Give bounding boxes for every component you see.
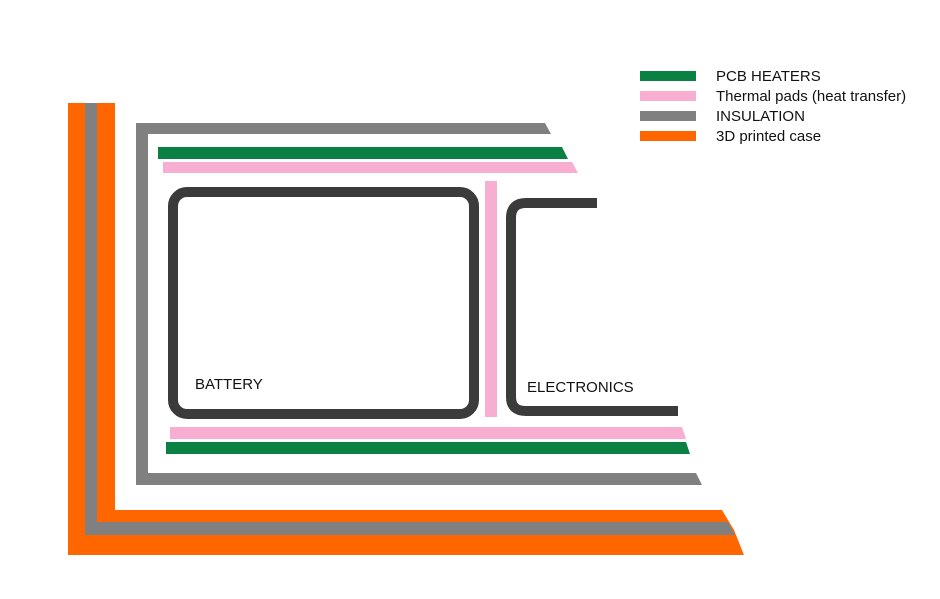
middle-thermal-pad (485, 181, 497, 417)
insulation-frame-bottom (136, 473, 702, 485)
legend-item-3d-printed-case: 3D printed case (640, 126, 935, 146)
electronics-label: ELECTRONICS (527, 379, 634, 396)
legend-swatch-pcb-heaters (640, 71, 696, 81)
legend-item-thermal-pads: Thermal pads (heat transfer) (640, 86, 935, 106)
legend: PCB HEATERS Thermal pads (heat transfer)… (640, 66, 935, 146)
insulation-frame-left (136, 123, 148, 485)
legend-swatch-insulation (640, 111, 696, 121)
legend-swatch-3d-printed-case (640, 131, 696, 141)
legend-label: PCB HEATERS (716, 67, 821, 85)
legend-label: 3D printed case (716, 127, 822, 145)
legend-swatch-thermal-pads (640, 91, 696, 101)
battery-compartment (168, 187, 479, 419)
battery-label: BATTERY (195, 376, 263, 393)
legend-item-insulation: INSULATION (640, 106, 935, 126)
bottom-pcb-heater (166, 442, 690, 454)
bottom-thermal-pad (170, 427, 686, 439)
legend-label: Thermal pads (heat transfer) (716, 87, 907, 105)
legend-item-pcb-heaters: PCB HEATERS (640, 66, 935, 86)
electronics-compartment (506, 198, 678, 416)
insulation-frame-top (136, 123, 551, 134)
legend-label: INSULATION (716, 107, 805, 125)
top-pcb-heater (158, 147, 568, 159)
top-thermal-pad (163, 162, 578, 173)
